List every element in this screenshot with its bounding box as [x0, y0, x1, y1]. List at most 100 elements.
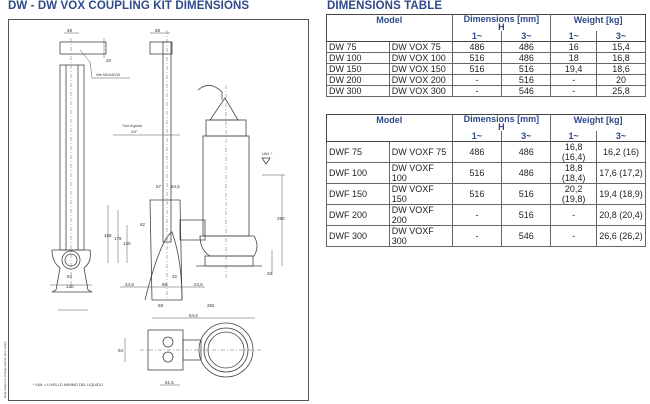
weight-3ph-cell: 16,8 [596, 52, 646, 64]
dimension-h-1ph-cell: 516 [451, 63, 503, 75]
top-view [124, 317, 262, 386]
weight-1ph-cell: 20,2 (19,8) [550, 183, 598, 205]
weight-1ph-header: 1~ [550, 131, 598, 142]
dim-62: 62 [140, 222, 146, 227]
weight-1ph-cell: 18,8 (18,4) [550, 162, 598, 184]
model-cell: DWF 75 [326, 141, 390, 163]
dimensions-header: Dimensions [mm]H [451, 14, 552, 32]
dimensions-table-dwf: Model Dimensions [mm]H Weight [kg] 1~ 3~… [326, 114, 646, 247]
dimension-h-1ph-cell: 486 [451, 141, 503, 163]
model-vox-cell: DW VOXF 100 [388, 162, 453, 184]
dim-1ph-header: 1~ [451, 31, 503, 42]
rail-side-view [107, 30, 205, 301]
dim-32-v: 32 [267, 271, 273, 276]
weight-3ph-cell: 16,2 (16) [596, 141, 646, 163]
weight-1ph-cell: - [550, 85, 598, 97]
dim-48: 48 [67, 28, 73, 33]
lwl-label: LWL * [262, 151, 273, 156]
dim-54-5-top: 54,5 [171, 184, 180, 189]
model-cell: DW 300 [326, 85, 390, 97]
model-cell: DW 200 [326, 74, 390, 86]
dim-57: 57 [156, 184, 162, 189]
model-vox-cell: DW VOXF 150 [388, 183, 453, 205]
dim-54-5-bottom: 54,5 [189, 313, 198, 318]
model-header: Model [326, 14, 453, 31]
weight-1ph-cell: 16,8 (16,4) [550, 141, 598, 163]
weight-3ph-cell: 17,6 (17,2) [596, 162, 646, 184]
model-vox-cell: DW VOX 300 [388, 85, 453, 97]
technical-drawing: 48 58 20 Vite M10x40/10 Tubi di guida 3/… [3, 28, 285, 398]
dimensions-table-dw: Model Dimensions [mm]H Weight [kg] 1~ 3~… [326, 14, 646, 97]
footnote: * LWL = LIVELLO MINIMO DEL LIQUIDO [33, 383, 103, 387]
dimension-h-3ph-cell: 516 [501, 74, 552, 86]
model-vox-cell: DW VOX 100 [388, 52, 453, 64]
dim-24-5-a: 24,5 [125, 282, 134, 287]
drawing-frame [8, 19, 309, 401]
dim-24-5-b: 24,5 [194, 282, 203, 287]
weight-3ph-cell: 19,4 (18,9) [596, 183, 646, 205]
dimension-h-1ph-cell: - [451, 225, 503, 247]
model-cell: DWF 150 [326, 183, 390, 205]
model-header: Model [326, 114, 453, 131]
h-label: H [498, 122, 505, 132]
weight-3ph-cell: 15,4 [596, 41, 646, 53]
model-cell: DWF 200 [326, 204, 390, 226]
dim-3ph-header: 3~ [501, 131, 552, 142]
dim-84: 84 [67, 274, 73, 279]
weight-1ph-header: 1~ [550, 31, 598, 42]
model-vox-cell: DW VOX 150 [388, 63, 453, 75]
model-vox-cell: DW VOX 75 [388, 41, 453, 53]
weight-1ph-cell: 16 [550, 41, 598, 53]
weight-1ph-cell: 19,4 [550, 63, 598, 75]
weight-3ph-header: 3~ [596, 131, 646, 142]
dimension-h-1ph-cell: 516 [451, 183, 503, 205]
model-cell: DWF 100 [326, 162, 390, 184]
dimension-h-1ph-cell: 516 [451, 162, 503, 184]
weight-1ph-cell: - [550, 74, 598, 86]
weight-1ph-cell: - [550, 225, 598, 247]
weight-header: Weight [kg] [550, 14, 646, 31]
dimension-h-3ph-cell: 486 [501, 141, 552, 163]
guide-size: 3/4" [131, 130, 138, 134]
model-cell: DW 100 [326, 52, 390, 64]
guide-label: Tubi di guida [122, 124, 142, 128]
model-vox-cell: DW VOXF 200 [388, 204, 453, 226]
model-vox-cell: DW VOXF 300 [388, 225, 453, 247]
weight-header: Weight [kg] [550, 114, 646, 131]
dimension-h-3ph-cell: 486 [501, 52, 552, 64]
weight-3ph-cell: 18,6 [596, 63, 646, 75]
weight-3ph-cell: 25,8 [596, 85, 646, 97]
dim-282: 282 [207, 303, 215, 308]
dimension-labels: 48 58 20 Vite M10x40/10 Tubi di guida 3/… [3, 28, 285, 398]
dimension-h-1ph-cell: - [451, 74, 503, 86]
screw-label: Vite M10x40/10 [96, 73, 120, 77]
dim-179: 179 [114, 236, 122, 241]
dimension-h-3ph-cell: 516 [501, 183, 552, 205]
weight-3ph-cell: 20 [596, 74, 646, 86]
dim-85: 85 [162, 282, 168, 287]
model-vox-cell: DW VOX 200 [388, 74, 453, 86]
dim-130: 130 [66, 284, 74, 289]
weight-1ph-cell: - [550, 204, 598, 226]
dimension-h-3ph-cell: 546 [501, 225, 552, 247]
dim-32-h: 32 [172, 274, 178, 279]
dimension-h-1ph-cell: 516 [451, 52, 503, 64]
model-cell: DW 150 [326, 63, 390, 75]
dimensions-header-label: Dimensions [mm] [463, 14, 540, 24]
dim-61-5: 61,5 [165, 380, 174, 385]
dim-1ph-header: 1~ [451, 131, 503, 142]
dimension-h-3ph-cell: 486 [501, 162, 552, 184]
dim-3ph-header: 3~ [501, 31, 552, 42]
pump-view [179, 85, 285, 280]
model-cell: DW 75 [326, 41, 390, 53]
dimension-h-3ph-cell: 546 [501, 85, 552, 97]
side-note: Data subject to change without prior not… [3, 341, 7, 398]
